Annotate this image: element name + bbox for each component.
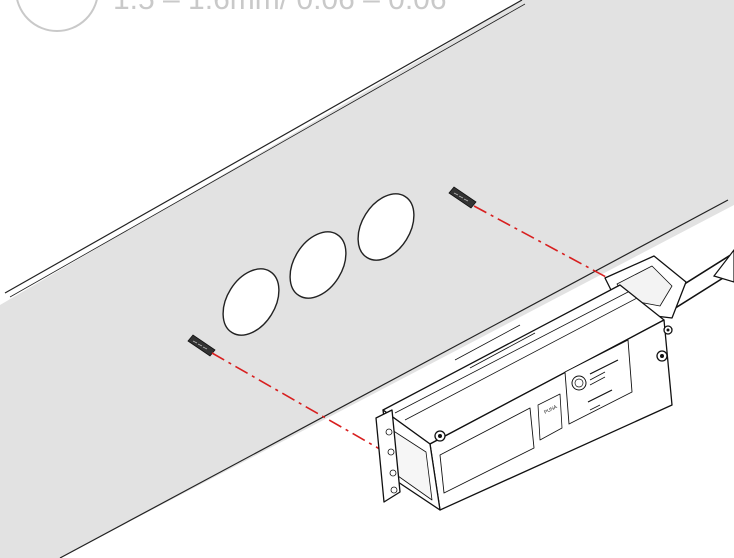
certification-icon xyxy=(571,375,587,391)
panel-edge-top-thickness xyxy=(9,3,526,298)
panel-hole-middle xyxy=(289,231,347,299)
callout-circle-icon xyxy=(16,0,98,32)
screw-right-icon xyxy=(448,186,477,209)
screw-left-icon xyxy=(187,334,216,357)
alignment-guide-left xyxy=(211,352,393,457)
dimension-text: 1.5 – 1.6mm/ 0.06 – 0.06 xyxy=(113,0,447,16)
panel-edge-top xyxy=(4,0,523,294)
panel-edge-right xyxy=(59,199,729,558)
flange-left xyxy=(375,409,401,503)
panel-holes xyxy=(222,193,415,336)
brand-text: PUNA xyxy=(543,404,559,416)
panel-hole-right xyxy=(357,193,415,261)
device-housing: PUNA xyxy=(375,255,687,511)
panel-hole-left xyxy=(222,268,280,336)
